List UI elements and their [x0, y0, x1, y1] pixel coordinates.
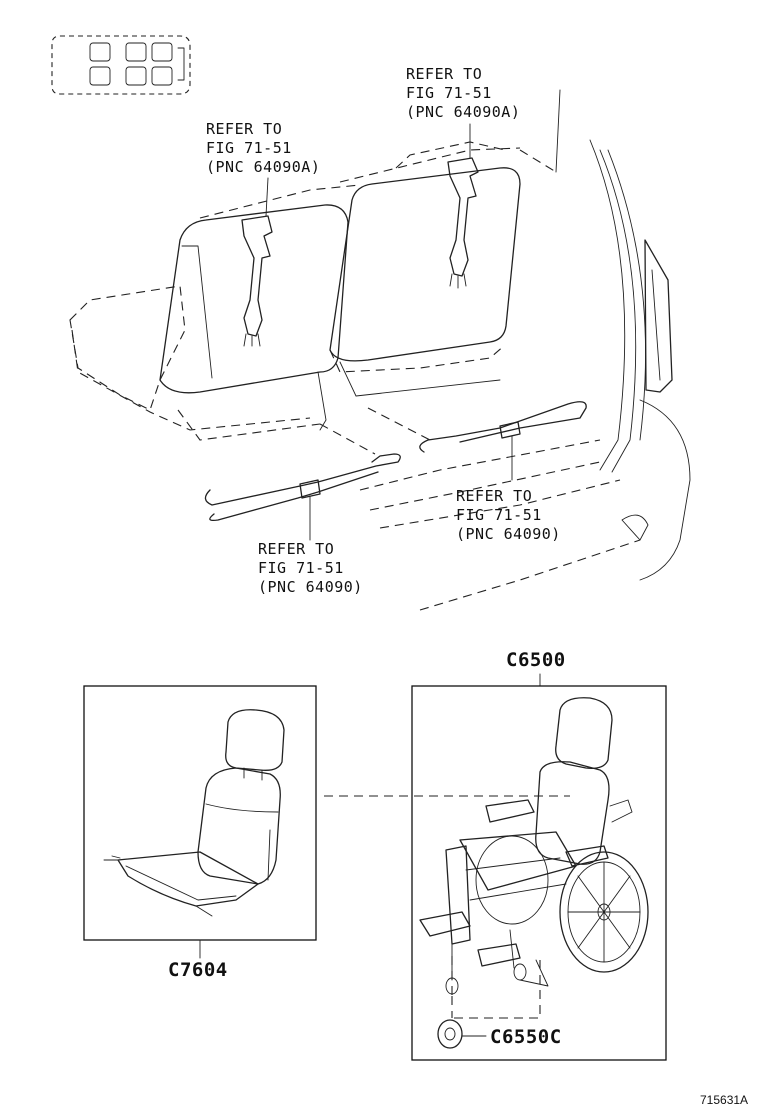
cushion-set-box: [83, 685, 317, 941]
part-number-c6500: C6500: [506, 649, 566, 671]
part-number-c6550c: C6550C: [490, 1026, 562, 1048]
part-number-c7604: C7604: [168, 959, 228, 981]
callout-left-floor-strap: REFER TO FIG 71-51 (PNC 64090): [258, 540, 363, 596]
rear-seat-illustration: [69, 89, 691, 611]
figure-number: 715631A: [700, 1093, 748, 1107]
callout-right-seatback: REFER TO FIG 71-51 (PNC 64090A): [406, 65, 520, 121]
wheelchair-box: [411, 685, 667, 1061]
callout-right-floor-strap: REFER TO FIG 71-51 (PNC 64090): [456, 487, 561, 543]
vehicle-locator-icon: [51, 35, 191, 95]
cap-part: [437, 1019, 463, 1049]
callout-left-seatback: REFER TO FIG 71-51 (PNC 64090A): [206, 120, 320, 176]
